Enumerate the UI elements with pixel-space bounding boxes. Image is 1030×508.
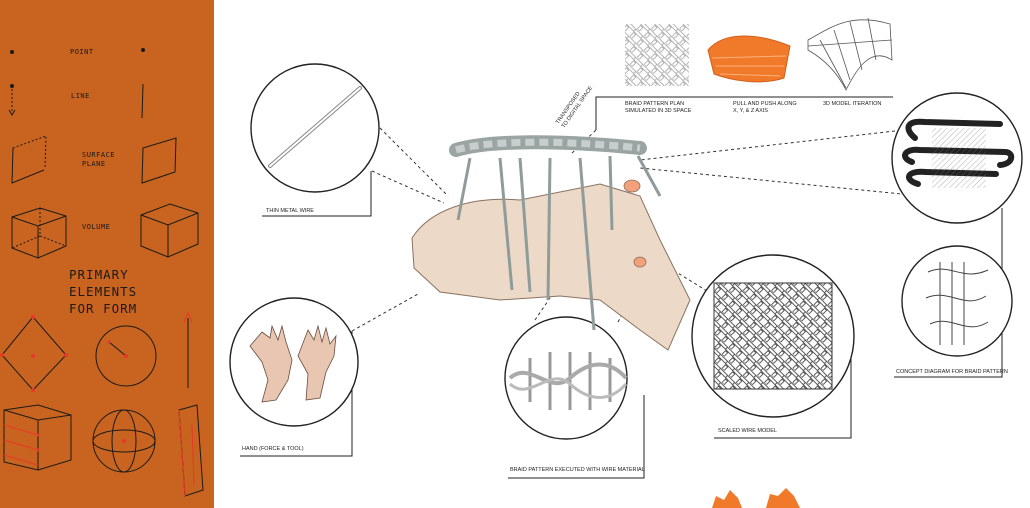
- caption-braid-executed: BRAID PATTERN EXECUTED WITH WIRE MATERIA…: [510, 467, 645, 473]
- caption-concept: CONCEPT DIAGRAM FOR BRAID PATTERN: [896, 369, 1008, 375]
- caption-braid-plan: BRAID PATTERN PLAN SIMULATED IN 3D SPACE: [625, 101, 692, 114]
- pull-push-thumbnail: [707, 35, 791, 83]
- primary-elements-drawings: [0, 48, 204, 497]
- line-arrowhead: [8, 109, 16, 116]
- caption-pull-push: PULL AND PUSH ALONG X, Y, & Z AXIS: [733, 101, 797, 114]
- model-iteration-thumbnail: [807, 17, 893, 91]
- label-volume: VOLUME: [82, 223, 111, 231]
- caption-thin-wire: THIN METAL WIRE: [266, 208, 314, 214]
- hands-circle: [229, 297, 359, 427]
- primary-elements-panel: POINT LINE SURFACE PLANE VOLUME PRIMARY …: [0, 0, 214, 508]
- rotated-square-diagram: [0, 315, 68, 392]
- point-dot-left: [10, 50, 14, 54]
- central-braiding-illustration: [411, 135, 691, 351]
- vertical-arrow-diagram: [183, 311, 193, 388]
- concept-circle-bottom: [901, 245, 1013, 357]
- caption-hand: HAND (FORCE & TOOL): [242, 446, 304, 452]
- volume-cube-right: [140, 203, 199, 258]
- line-solid: [141, 83, 144, 119]
- surface-plane-solid: [141, 137, 177, 184]
- surface-plane-dashed: [11, 147, 45, 184]
- concept-circle-top: [891, 92, 1023, 224]
- sliced-box-diagram: [3, 404, 72, 471]
- label-line: LINE: [71, 92, 90, 100]
- scaled-model-circle: [691, 254, 855, 418]
- braid-plan-thumbnail: [625, 24, 689, 86]
- tall-prism-diagram: [178, 404, 204, 497]
- caption-scaled-model: SCALED WIRE MODEL: [718, 428, 777, 434]
- line-start-dot: [10, 84, 14, 88]
- label-surface-plane: SURFACE PLANE: [82, 151, 116, 168]
- braid-wire-circle: [504, 316, 628, 440]
- circle-radius-diagram: [95, 325, 157, 387]
- caption-model-iteration: 3D MODEL ITERATION: [823, 101, 882, 107]
- volume-cube-left: [11, 207, 67, 259]
- label-point: POINT: [70, 48, 94, 56]
- point-dot-right: [141, 48, 145, 52]
- surface-plane-dashed-top: [12, 135, 47, 169]
- orange-splash: [712, 488, 800, 508]
- thin-wire-circle: [250, 63, 380, 193]
- sphere-diagram: [92, 409, 156, 473]
- panel-title: PRIMARY ELEMENTS FOR FORM: [69, 267, 138, 316]
